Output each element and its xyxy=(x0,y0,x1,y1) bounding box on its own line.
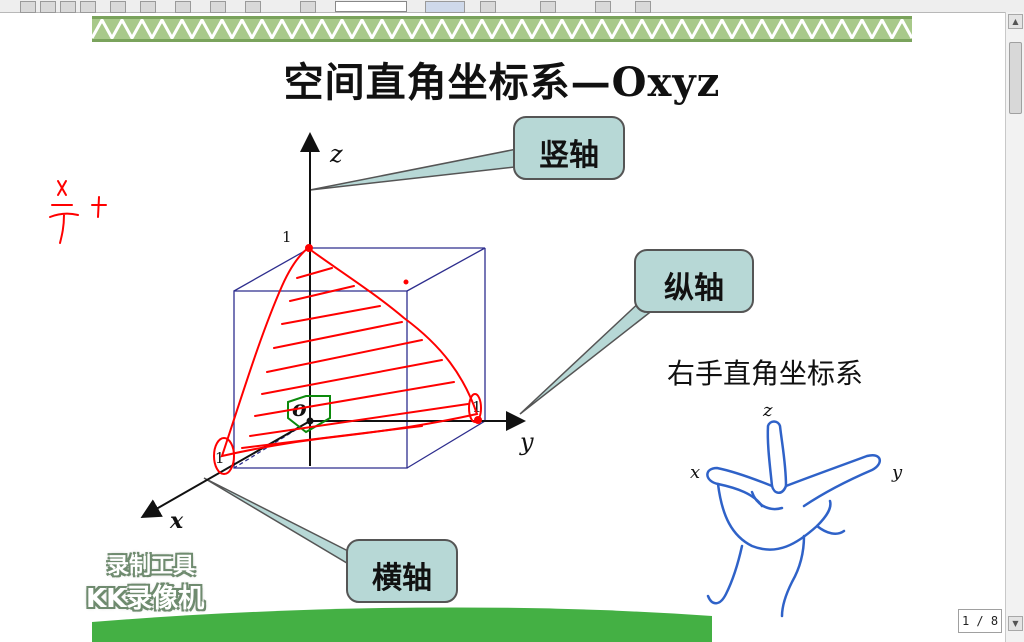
toolbar-button-email[interactable] xyxy=(110,1,126,13)
coordinate-diagram: z y x o 1 1 1 z xyxy=(92,116,903,642)
hand-y-label: y xyxy=(891,462,903,483)
x-axis-label: x xyxy=(169,508,184,534)
toolbar-button-undo[interactable] xyxy=(595,1,611,13)
slide: 空间直角坐标系—Oxyz z y x o 1 1 xyxy=(92,16,912,642)
callout-pointer-longitudinal xyxy=(519,297,660,415)
right-angle-marker xyxy=(287,395,331,434)
watermark-line-1: 录制工具 xyxy=(107,554,196,579)
red-dot-y-one xyxy=(474,416,482,424)
watermark-line-2: KK录像机 xyxy=(86,584,205,614)
toolbar-button-paste[interactable] xyxy=(245,1,261,13)
toolbar-button-new[interactable] xyxy=(20,1,36,13)
right-hand-caption: 右手直角坐标系 xyxy=(667,357,864,390)
toolbar-button-open[interactable] xyxy=(40,1,56,13)
toolbar-button-copy[interactable] xyxy=(210,1,226,13)
green-footer-swoosh xyxy=(92,607,712,642)
callout-box-vertical xyxy=(513,116,625,180)
handwritten-plus xyxy=(91,196,107,218)
red-dot-z-one xyxy=(305,244,313,252)
callout-pointer-horizontal xyxy=(203,477,364,574)
handwritten-x xyxy=(57,180,67,196)
decorative-green-band xyxy=(92,16,912,42)
y-axis-label: y xyxy=(519,428,534,456)
toolbar-button-save[interactable] xyxy=(60,1,76,13)
z-axis-label: z xyxy=(329,140,343,168)
toolbar-button-print[interactable] xyxy=(80,1,96,13)
right-hand-sketch xyxy=(706,420,881,618)
page-indicator: 1 / 8 xyxy=(958,609,1002,633)
red-dot-stray xyxy=(403,279,409,285)
scrollbar-thumb[interactable] xyxy=(1009,42,1022,114)
zoom-field[interactable] xyxy=(335,1,407,12)
x-axis-line xyxy=(140,420,311,518)
toolbar-button-eraser[interactable] xyxy=(540,1,556,13)
red-triangle-outline xyxy=(220,246,479,458)
tick-label-x-one: 1 xyxy=(215,449,225,467)
scroll-up-arrow-icon[interactable]: ▲ xyxy=(1008,14,1023,29)
toolbar-button-color[interactable] xyxy=(635,1,651,13)
callout-box-longitudinal xyxy=(634,249,754,313)
callout-label-vertical-axis: 竖轴 xyxy=(539,138,599,173)
toolbar-button-pen[interactable] xyxy=(425,1,465,13)
slide-title: 空间直角坐标系—Oxyz xyxy=(283,59,721,106)
hand-z-label: z xyxy=(762,400,773,421)
red-hatching xyxy=(241,267,469,449)
handwritten-t xyxy=(49,212,79,244)
toolbar-button-highlighter[interactable] xyxy=(480,1,496,13)
toolbar-button-edit[interactable] xyxy=(140,1,156,13)
red-annotations xyxy=(213,244,482,475)
red-circle-x-one xyxy=(213,437,235,475)
tick-label-z-one: 1 xyxy=(282,228,292,246)
callout-label-longitudinal-axis: 纵轴 xyxy=(664,271,724,306)
scroll-down-arrow-icon[interactable]: ▼ xyxy=(1008,616,1023,631)
toolbar-button-tool[interactable] xyxy=(300,1,316,13)
hand-x-label: x xyxy=(690,462,700,483)
vertical-scrollbar[interactable]: ▲ ▼ xyxy=(1005,12,1024,642)
origin-point xyxy=(306,417,314,425)
toolbar xyxy=(0,0,1024,13)
callout-label-horizontal-axis: 横轴 xyxy=(372,561,432,596)
toolbar-button-select[interactable] xyxy=(175,1,191,13)
tick-label-y-one: 1 xyxy=(472,398,482,416)
handwritten-marks xyxy=(49,180,107,244)
callout-box-horizontal xyxy=(346,539,458,603)
